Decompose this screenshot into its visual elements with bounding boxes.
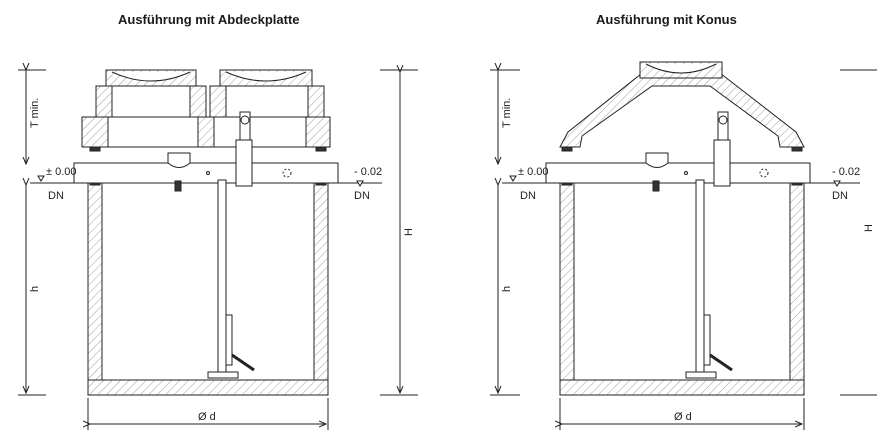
shaft-floor-a [87, 379, 329, 396]
label-h-b: h [501, 286, 513, 292]
label-H-b: H [863, 224, 875, 232]
label-tmin-a: T min. [29, 98, 41, 128]
label-H-a: H [403, 228, 415, 236]
shaft-wall-left-a [87, 182, 103, 396]
shaft-wall-right-a [313, 182, 329, 396]
drawing-konus [490, 61, 877, 430]
riser-pipe-a [174, 111, 255, 379]
label-diameter-b: Ø d [674, 411, 692, 423]
shaft-floor-b [559, 379, 805, 396]
title-abdeckplatte: Ausführung mit Abdeckplatte [118, 12, 300, 27]
label-h-a: h [29, 286, 41, 292]
label-dn-right-a: DN [354, 190, 370, 202]
drawing-abdeckplatte [18, 70, 418, 430]
manhole-cover-b [639, 61, 723, 79]
label-level-zero-b: ± 0.00 [518, 166, 549, 178]
label-level-inlet-b: - 0.02 [832, 166, 860, 178]
label-level-inlet-a: - 0.02 [354, 166, 382, 178]
cover-plate-a [81, 116, 331, 148]
channel-plate-b [545, 152, 811, 184]
cone-b [559, 69, 805, 148]
label-dn-left-b: DN [520, 190, 536, 202]
shaft-wall-right-b [789, 182, 805, 396]
label-level-zero-a: ± 0.00 [46, 166, 77, 178]
label-dn-left-a: DN [48, 190, 64, 202]
label-dn-right-b: DN [832, 190, 848, 202]
title-konus: Ausführung mit Konus [596, 12, 737, 27]
shaft-wall-left-b [559, 182, 575, 396]
label-tmin-b: T min. [501, 98, 513, 128]
channel-plate-a [73, 152, 339, 184]
manhole-cover-right-a [219, 69, 313, 87]
adjustment-rings-a [95, 85, 325, 118]
label-diameter-a: Ø d [198, 411, 216, 423]
riser-pipe-b [652, 111, 733, 379]
manhole-cover-left-a [105, 69, 197, 87]
